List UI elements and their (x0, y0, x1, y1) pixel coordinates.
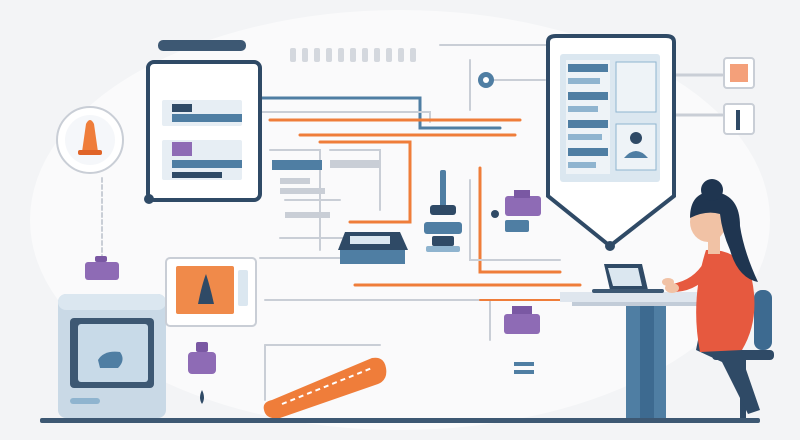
floor-line (40, 418, 760, 423)
control-panel-left (144, 60, 262, 204)
label-strips (272, 160, 380, 218)
header-bar (158, 40, 246, 51)
robot-arm-icon (424, 170, 462, 252)
central-unit (338, 232, 408, 264)
laptop-icon (592, 264, 664, 293)
tick-strip (290, 48, 416, 62)
purple-bottle (188, 342, 216, 404)
traffic-cone-icon (56, 106, 124, 174)
monitor-funnel (546, 34, 676, 251)
person-icon (662, 179, 774, 418)
sensor-icon (478, 72, 494, 88)
connector-lines (101, 44, 724, 401)
purple-cup (504, 306, 540, 374)
purple-module (85, 256, 119, 280)
conveyor-belt-icon (263, 357, 387, 419)
gear-icon (491, 190, 541, 232)
desk (560, 292, 760, 418)
orange-display-panel (165, 257, 257, 327)
side-widgets (723, 57, 755, 135)
control-machine (58, 294, 166, 418)
